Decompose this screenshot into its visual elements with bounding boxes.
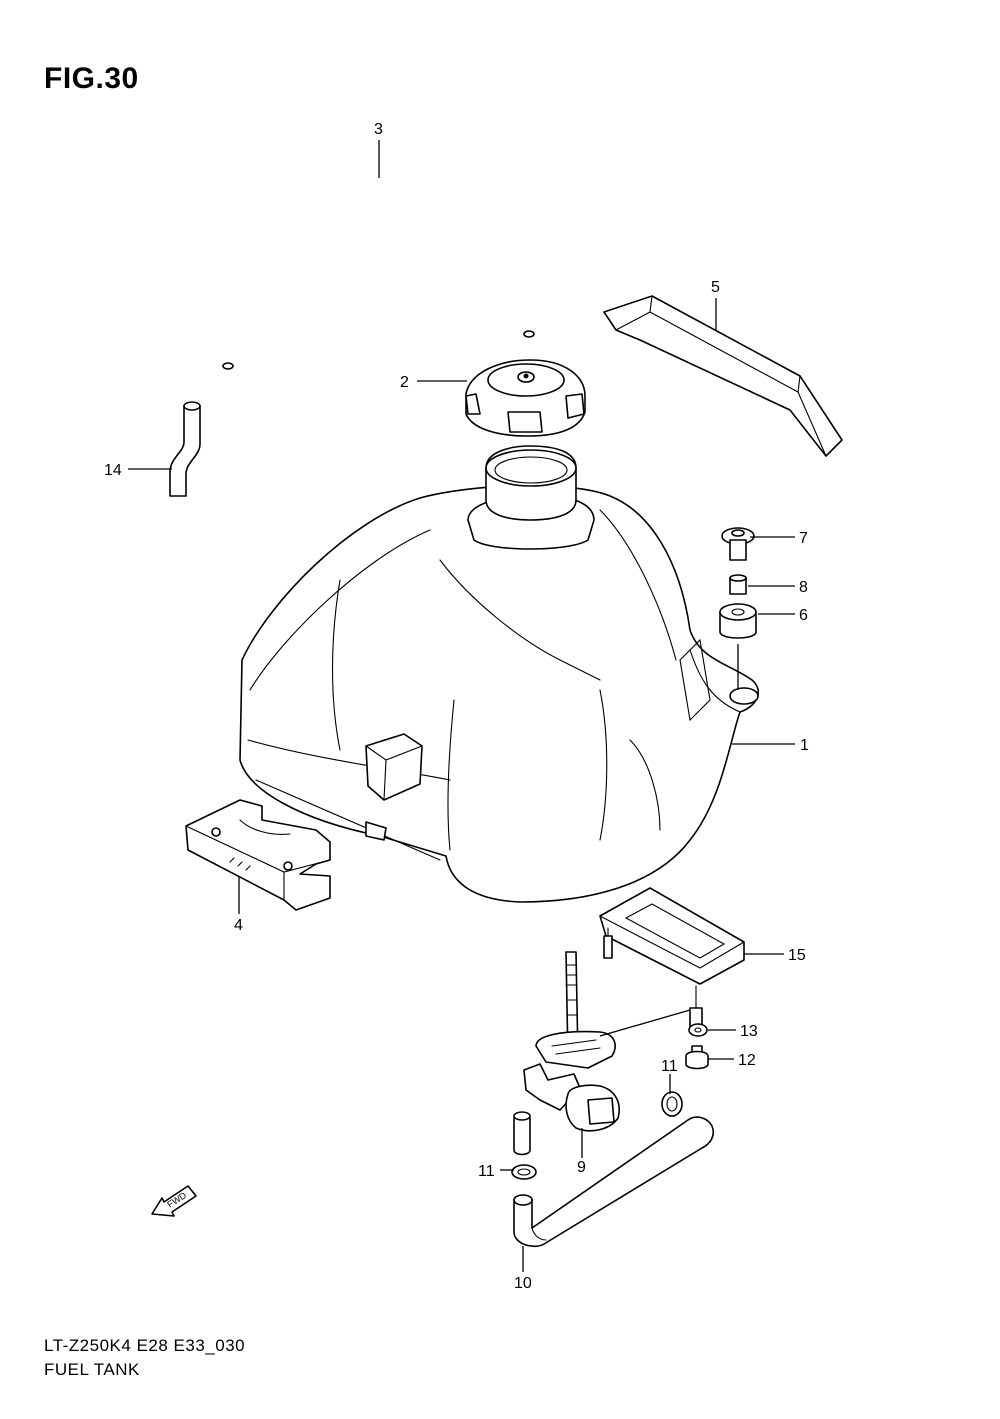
clamp-part-11-left [511,1164,537,1180]
bolt-part-7 [721,527,755,561]
fuel-hose-part-10 [513,1116,715,1248]
fuel-cock-part-9 [513,951,620,1156]
callout-12: 12 [738,1052,756,1069]
fuel-cap-part-2 [465,359,586,437]
callout-11-right: 11 [661,1058,678,1075]
leader-lines [128,140,795,1272]
callout-14: 14 [104,462,122,479]
breather-hose-part-3 [222,173,535,370]
hose-part-14 [169,401,201,497]
callout-6: 6 [799,607,808,624]
washer-part-13 [688,1023,708,1037]
fuel-tank-part-1 [239,445,760,903]
callout-13: 13 [740,1023,758,1040]
bolt-part-12 [685,1045,709,1070]
model-code: LT-Z250K4 E28 E33_030 [44,1336,246,1355]
leader-9-to-holder [599,1009,691,1037]
callout-3: 3 [374,121,383,138]
callout-2: 2 [400,374,409,391]
callout-7: 7 [799,530,808,547]
callout-9: 9 [577,1159,586,1176]
fwd-arrow-icon: FWD [151,1185,197,1217]
cushion-part-6 [719,603,757,639]
figure-title: FIG.30 [44,62,139,95]
callout-10: 10 [514,1275,532,1292]
callout-15: 15 [788,947,806,964]
bracket-part-4 [185,799,331,911]
clamp-part-11-right [661,1091,683,1117]
callout-labels: 3 2 5 14 7 8 6 1 4 15 13 12 11 9 11 10 [104,121,809,1292]
callout-8: 8 [799,579,808,596]
callout-4: 4 [234,917,243,934]
figure-caption: FUEL TANK [44,1360,140,1379]
callout-5: 5 [711,279,720,296]
callout-1: 1 [800,737,809,754]
protector-part-5 [603,295,843,457]
callout-11-left: 11 [478,1163,495,1180]
collar-part-8 [729,574,747,595]
holder-part-15 [599,887,745,1029]
